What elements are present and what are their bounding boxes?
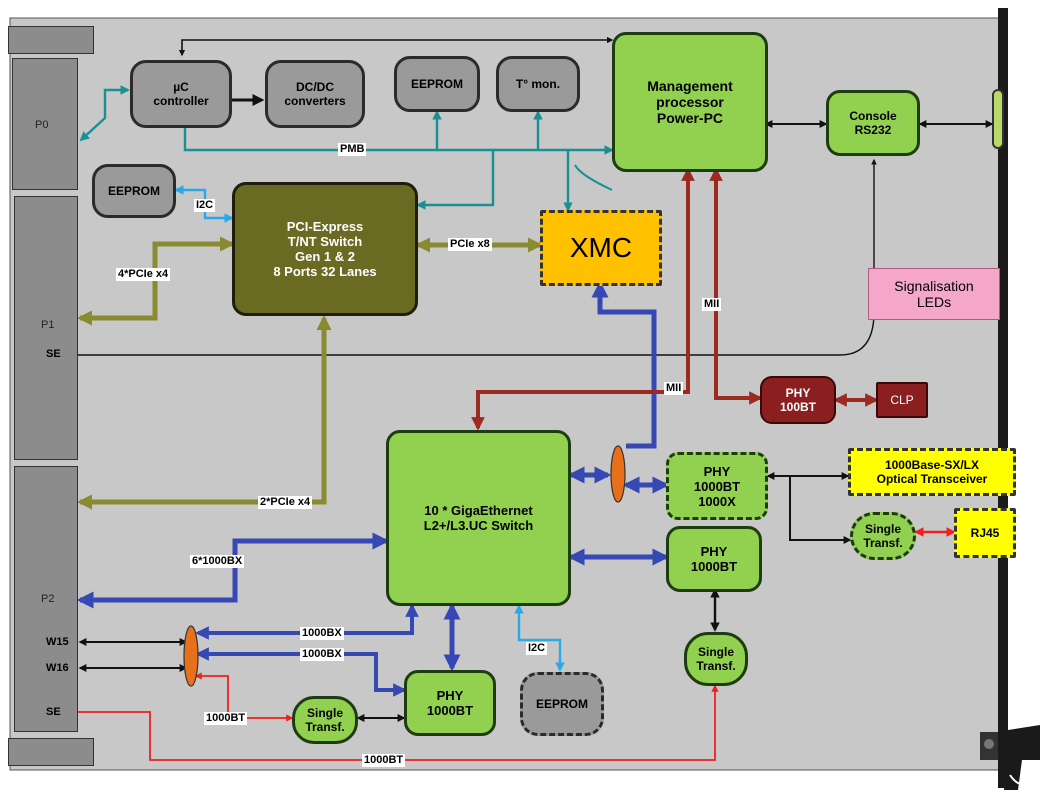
signalisation-leds-block: Signalisation LEDs: [868, 268, 1000, 320]
ejector-handle: [1004, 725, 1040, 790]
bt-1000-left-label: 1000BT: [204, 712, 248, 725]
mii-upper-label: MII: [702, 298, 722, 311]
bx-6x1000-link: [76, 532, 390, 609]
se-p2-label: SE: [46, 706, 61, 718]
console-rs232-block: Console RS232: [826, 90, 920, 156]
dcdc-converters-block: DC/DC converters: [265, 60, 365, 128]
bx-1000-b-label: 1000BX: [300, 648, 344, 661]
mii-lower-link: [471, 167, 695, 431]
gigaethernet-switch-block: 10 * GigaEthernet L2+/L3.UC Switch: [386, 430, 571, 606]
xmc-block: XMC: [540, 210, 662, 286]
i2c-bottom-label: I2C: [526, 642, 548, 655]
p2-label: P2: [41, 593, 55, 605]
p0-label: P0: [35, 119, 49, 131]
connector-p2: P2: [14, 466, 78, 732]
pcie-2x4-link: [77, 315, 332, 510]
i2c-left-label: I2C: [194, 199, 216, 212]
optical-transceiver-block: 1000Base-SX/LX Optical Transceiver: [848, 448, 1016, 496]
uc-to-mgmt-line: [178, 36, 614, 57]
mii-lower-label: MII: [664, 382, 684, 395]
rj45-block: RJ45: [954, 508, 1016, 558]
pcie-2x4-label: 2*PCIe x4: [258, 496, 313, 509]
pmb-bus: [183, 128, 614, 155]
w15-label: W15: [46, 636, 69, 648]
ejector-lever: [1009, 774, 1031, 785]
clp-block: CLP: [876, 382, 928, 418]
connector-p1: P1: [14, 196, 78, 460]
pcie-x8-label: PCIe x8: [448, 238, 492, 251]
phy-100bt-block: PHY 100BT: [760, 376, 836, 424]
eeprom-left-block: EEPROM: [92, 164, 176, 218]
p1-label: P1: [41, 319, 55, 331]
bx-1000-a-label: 1000BX: [300, 627, 344, 640]
mux-left: [183, 625, 199, 687]
pcie-switch-block: PCI-Express T/NT Switch Gen 1 & 2 8 Port…: [232, 182, 418, 316]
single-transf-bottom-block: Single Transf.: [292, 696, 358, 744]
eeprom-bottom-block: EEPROM: [520, 672, 604, 736]
single-transf-right-block: Single Transf.: [850, 512, 916, 560]
bt-1000-bottom-label: 1000BT: [362, 754, 406, 767]
connector-top-latch: [8, 26, 94, 54]
se-p1-label: SE: [46, 348, 61, 360]
phy-1000bt-bottom-block: PHY 1000BT: [404, 670, 496, 736]
mii-upper-link: [709, 167, 763, 405]
bx-1000-a-link: [195, 603, 419, 640]
single-transf-bottom-right-block: Single Transf.: [684, 632, 748, 686]
eeprom-top-block: EEPROM: [394, 56, 480, 112]
temp-monitor-block: T° mon.: [496, 56, 580, 112]
console-port: [992, 89, 1004, 149]
i2c-bottom-bus: [514, 604, 565, 672]
panel-screw-head: [984, 739, 994, 749]
phy-1000bt-1000x-block: PHY 1000BT 1000X: [666, 452, 768, 520]
pcie-4x4-label: 4*PCIe x4: [116, 268, 171, 281]
phy-1000bt-right-block: PHY 1000BT: [666, 526, 762, 592]
mux-right: [610, 445, 626, 503]
front-panel: [998, 8, 1008, 788]
phy1000x-to-transf-line: [789, 476, 852, 544]
pmb-label: PMB: [338, 143, 367, 156]
bt-1000-bottom-link: [24, 684, 719, 761]
uc-controller-block: µC controller: [130, 60, 232, 128]
p0-to-uc: [79, 85, 130, 142]
bx-6x1000-label: 6*1000BX: [190, 555, 245, 568]
connector-bottom-latch: [8, 738, 94, 766]
management-processor-block: Management processor Power-PC: [612, 32, 768, 172]
w16-label: W16: [46, 662, 69, 674]
connector-p0: P0: [12, 58, 78, 190]
